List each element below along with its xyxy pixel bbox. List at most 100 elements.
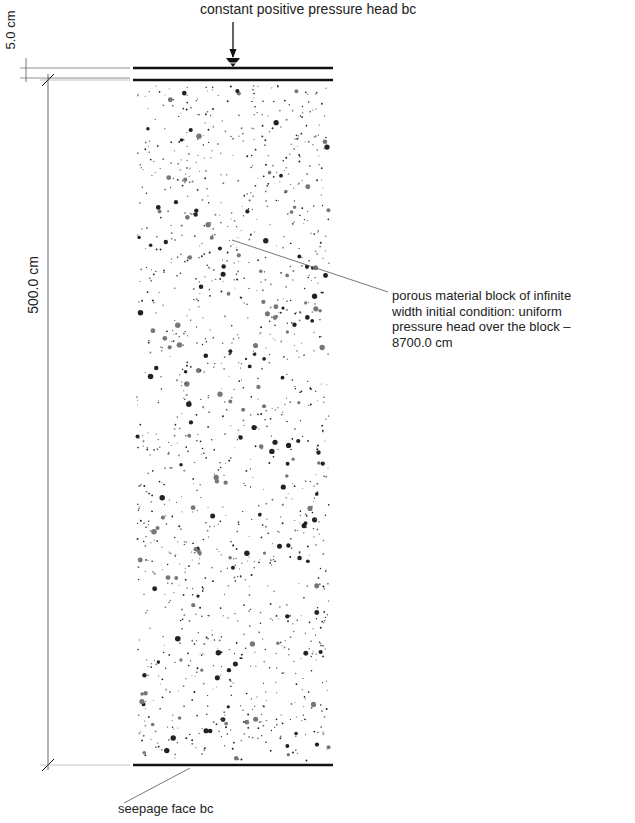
speckle — [146, 192, 147, 193]
speckle — [309, 648, 310, 649]
speckle — [203, 728, 208, 733]
speckle — [188, 255, 192, 259]
speckle — [149, 628, 150, 629]
speckle — [290, 210, 294, 214]
speckle — [173, 99, 174, 100]
water-level-mark — [228, 63, 238, 64]
speckle — [280, 312, 282, 314]
speckle — [207, 90, 208, 91]
speckle — [174, 662, 175, 663]
speckle — [190, 320, 191, 321]
speckle — [158, 400, 159, 401]
speckle — [286, 497, 287, 498]
speckle — [233, 683, 234, 684]
speckle — [190, 660, 191, 661]
speckle — [307, 277, 309, 279]
speckle — [313, 501, 314, 502]
speckle — [300, 515, 302, 517]
speckle — [304, 521, 308, 525]
speckle — [272, 620, 273, 621]
speckle — [313, 731, 315, 733]
speckle — [232, 155, 233, 156]
speckle — [172, 105, 174, 107]
speckle — [154, 660, 155, 661]
speckle — [276, 200, 278, 202]
speckle — [184, 370, 187, 373]
speckle — [303, 715, 304, 716]
speckle — [251, 698, 252, 699]
speckle — [232, 544, 234, 546]
speckle — [162, 347, 163, 348]
speckle — [241, 127, 243, 129]
speckle — [137, 566, 139, 568]
speckle — [246, 693, 248, 695]
speckle — [312, 517, 317, 522]
speckle — [265, 410, 266, 411]
speckle — [177, 163, 179, 165]
speckle — [260, 513, 261, 514]
speckle — [272, 408, 273, 409]
speckle — [267, 155, 269, 157]
speckle — [299, 320, 301, 322]
speckle — [297, 556, 302, 561]
speckle — [149, 277, 151, 279]
speckle — [145, 701, 147, 703]
speckle — [321, 710, 323, 712]
speckle — [273, 176, 275, 178]
speckle — [148, 146, 149, 147]
speckle — [169, 499, 170, 500]
speckle — [218, 469, 220, 471]
speckle — [170, 141, 172, 143]
speckle — [187, 87, 188, 88]
speckle — [311, 656, 312, 657]
speckle — [322, 656, 324, 658]
speckle — [185, 383, 186, 384]
speckle — [166, 175, 171, 180]
speckle — [260, 413, 262, 415]
speckle — [199, 607, 201, 609]
speckle — [179, 658, 182, 661]
speckle — [162, 336, 167, 341]
speckle — [297, 146, 298, 147]
speckle — [304, 288, 306, 290]
speckle — [317, 400, 318, 401]
speckle — [229, 240, 230, 241]
speckle — [212, 580, 214, 582]
speckle — [249, 586, 250, 587]
speckle — [292, 279, 294, 281]
speckle — [284, 192, 285, 193]
speckle — [198, 114, 200, 116]
speckle — [228, 400, 232, 404]
speckle — [171, 232, 173, 234]
speckle — [300, 312, 302, 314]
speckle — [315, 390, 316, 391]
speckle — [282, 247, 284, 249]
speckle — [314, 583, 319, 588]
speckle — [270, 603, 272, 605]
speckle — [149, 243, 153, 247]
speckle — [260, 721, 262, 723]
speckle — [161, 388, 162, 389]
speckle — [306, 760, 308, 762]
speckle — [303, 597, 305, 599]
speckle — [189, 169, 190, 170]
speckle — [230, 353, 231, 354]
speckle — [142, 751, 146, 755]
speckle — [271, 316, 273, 318]
speckle — [153, 449, 155, 451]
speckle — [227, 252, 229, 254]
speckle — [166, 523, 167, 524]
speckle — [322, 292, 324, 294]
speckle — [296, 138, 298, 140]
speckle — [245, 485, 246, 486]
speckle — [293, 661, 295, 663]
speckle — [256, 290, 257, 291]
speckle — [258, 562, 259, 563]
speckle — [178, 691, 179, 692]
speckle — [281, 484, 286, 489]
speckle — [196, 594, 199, 597]
callout-note: porous material block of infinite width … — [392, 288, 582, 350]
speckle — [298, 183, 300, 185]
speckle — [149, 454, 150, 455]
speckle — [233, 338, 235, 340]
